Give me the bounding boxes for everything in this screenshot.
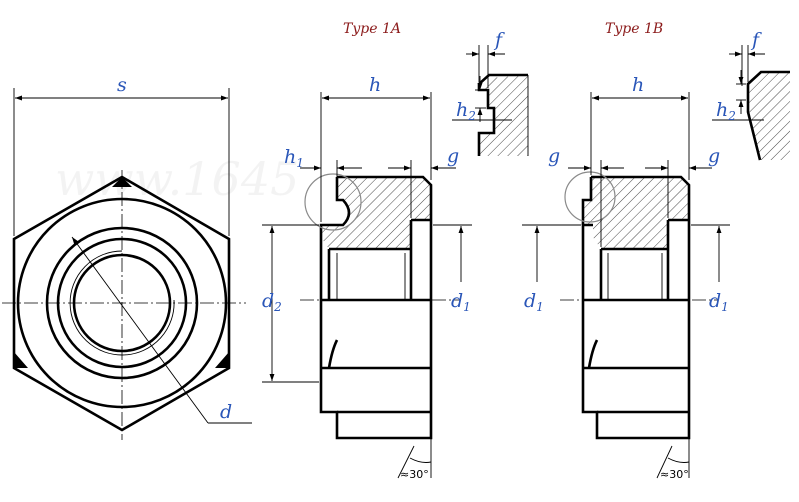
- thread-arc: [69, 250, 175, 356]
- type-1a-outline: [319, 175, 433, 440]
- type-1b-hatched-section: [583, 177, 689, 249]
- d-leader-line: [71, 236, 209, 424]
- d-label: d: [220, 401, 232, 423]
- type-1b-g-left-label: g: [548, 145, 560, 167]
- type-1b-detail-circle: [564, 171, 616, 223]
- hex-top-view: s d: [2, 74, 252, 440]
- type-1a-angle-label: ≈30°: [400, 468, 429, 481]
- type-1a-detail-hatch: [479, 75, 528, 156]
- type-1a-h2-label: h2: [456, 99, 476, 123]
- type-1a-hex-flat-curve: [327, 339, 339, 369]
- type-1a-angle-arc: [409, 457, 432, 463]
- type-1b-h2-label: h2: [716, 99, 736, 123]
- type-1a-pilot-profile: [319, 177, 351, 300]
- type-1a-d1-label: d1: [451, 290, 471, 314]
- weld-projection-right: [215, 352, 229, 368]
- type-1b-angle-label: ≈30°: [660, 468, 689, 481]
- type-1b-pilot-profile: [581, 177, 593, 225]
- watermark: www.1645: [55, 152, 299, 206]
- type-1a-h-label: h: [369, 74, 381, 96]
- type-1a-f-label: f: [493, 29, 505, 51]
- type-1b-hex-flat-curve: [587, 339, 599, 369]
- type-1b-d1-left-label: d1: [524, 290, 544, 314]
- type-1a-section: Type 1A h h1 g: [262, 21, 529, 481]
- type-1a-hatched-section: [321, 177, 431, 249]
- type-1b-outline: [581, 175, 691, 440]
- type-1a-d2-label: d2: [262, 290, 282, 314]
- type-1b-angle-leader: [656, 445, 673, 479]
- type-1a-h1-label: h1: [284, 146, 304, 170]
- type-1a-angle-leader: [397, 445, 415, 479]
- s-label: s: [117, 74, 127, 96]
- type-1b-detail-outline: [746, 70, 790, 161]
- type-1a-title: Type 1A: [343, 21, 401, 37]
- type-1b-g-right-label: g: [708, 145, 720, 167]
- type-1b-title: Type 1B: [605, 21, 663, 37]
- type-1b-angle-arc: [667, 457, 690, 463]
- weld-projection-left: [14, 352, 28, 368]
- type-1a-detail-circle: [304, 173, 362, 231]
- type-1b-detail-hatch: [748, 72, 790, 160]
- type-1b-f-label: f: [750, 29, 762, 51]
- type-1b-section: Type 1B h g g d1: [522, 21, 790, 481]
- type-1a-detail-outline: [477, 73, 528, 156]
- type-1a-g-label: g: [447, 145, 459, 167]
- type-1b-h-label: h: [632, 74, 644, 96]
- type-1b-d1-right-label: d1: [709, 290, 729, 314]
